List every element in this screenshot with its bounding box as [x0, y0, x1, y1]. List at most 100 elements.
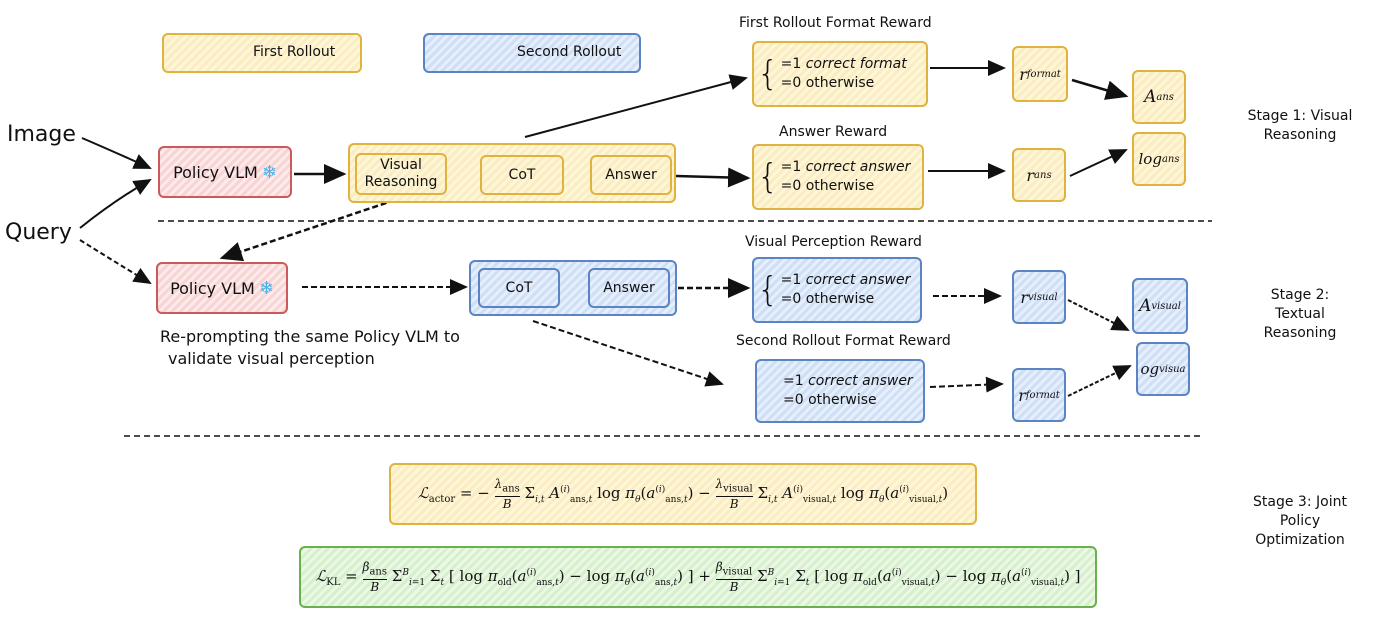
rformat-to-aans-arrow	[1071, 78, 1129, 100]
format-reward-2-line1-italic: correct answer	[808, 373, 913, 389]
format-reward-box-2: =1 correct answer =0 otherwise	[755, 359, 925, 423]
stage2-label: Stage 2: Textual Reasoning	[1250, 286, 1350, 343]
policy-vlm-label-2: Policy VLM	[170, 278, 255, 298]
reprompt-note: Re-prompting the same Policy VLM to vali…	[160, 326, 460, 370]
r-format-1-sub: format	[1026, 68, 1061, 80]
a-ans-base: A	[1144, 87, 1157, 107]
visual-reward-line2: =0 otherwise	[780, 291, 875, 307]
visual-reasoning-line2: Reasoning	[364, 174, 438, 190]
rollout1-to-format-reward-arrow	[524, 74, 748, 138]
format-reward-2-line2: =0 otherwise	[783, 392, 877, 408]
og-visua-base: og	[1140, 360, 1160, 378]
image-input-label: Image	[7, 122, 76, 147]
image-to-policy-arrow	[81, 137, 152, 169]
rollout1-to-answer-reward-arrow	[675, 167, 751, 188]
reprompt-note-line2: validate visual perception	[168, 349, 375, 368]
format-reward-box-1: { =1 correct format =0 otherwise	[752, 41, 928, 107]
answer-reward-line1-prefix: =1	[780, 159, 806, 175]
answer-label-1: Answer	[605, 167, 657, 183]
format-reward-title-1: First Rollout Format Reward	[739, 15, 932, 31]
legend-first-rollout	[162, 33, 362, 73]
cot-label-1: CoT	[508, 167, 536, 183]
query-to-policy-arrow	[79, 179, 152, 229]
query-input-label: Query	[5, 220, 72, 245]
stage3-label-line3: Optimization	[1255, 532, 1345, 548]
stage2-label-line2: Textual	[1275, 306, 1325, 322]
r-format-2-sub: format	[1025, 389, 1060, 401]
stage3-label-line1: Stage 3: Joint	[1253, 494, 1347, 510]
brace-icon: {	[757, 157, 779, 197]
answer-reward-box: { =1 correct answer =0 otherwise	[752, 144, 924, 210]
legend-second-rollout	[423, 33, 641, 73]
reprompt-note-line1: Re-prompting the same Policy VLM to	[160, 327, 460, 346]
log-ans-sub: ans	[1161, 153, 1180, 165]
r-format-1-base: r	[1019, 64, 1027, 84]
og-visua-sub: visua	[1159, 363, 1186, 375]
answer-box-1: Answer	[590, 155, 672, 195]
r-ans-sub: ans	[1034, 169, 1052, 181]
visual-reward-title: Visual Perception Reward	[745, 234, 922, 250]
brace-icon: {	[757, 54, 779, 94]
a-visual-sub: visual	[1151, 300, 1181, 312]
stage1-label-line2: Reasoning	[1263, 127, 1337, 143]
answer-reward-line1-italic: correct answer	[805, 159, 911, 175]
rollout2-to-format-reward-arrow	[532, 320, 724, 387]
visual-reasoning-box: Visual Reasoning	[355, 153, 447, 195]
brace-icon: {	[757, 270, 779, 310]
a-visual-base: A	[1139, 296, 1152, 316]
format-reward-1-line1-prefix: =1	[780, 56, 806, 72]
r-format-2-base: r	[1018, 385, 1026, 405]
format-reward-1-line2: =0 otherwise	[780, 75, 875, 91]
stage1-label-line1: Stage 1: Visual	[1247, 108, 1353, 124]
cot-box-2: CoT	[478, 268, 560, 308]
format-reward-2-line1-prefix: =1	[783, 373, 809, 389]
r-ans-base: r	[1026, 165, 1035, 185]
visual-reward-line1-prefix: =1	[780, 272, 806, 288]
visual-reward-line1-italic: correct answer	[805, 272, 911, 288]
stage2-label-line3: Reasoning	[1263, 325, 1337, 341]
rvisual-to-avisual-arrow	[1067, 299, 1130, 331]
visual-reasoning-line1: Visual	[380, 157, 422, 173]
stage3-label: Stage 3: Joint Policy Optimization	[1240, 493, 1360, 550]
answer-reward-line2: =0 otherwise	[780, 178, 875, 194]
legend-second-rollout-label: Second Rollout	[517, 44, 622, 60]
cot-label-2: CoT	[505, 280, 533, 296]
answer-reward-title: Answer Reward	[779, 124, 888, 140]
rformat2-to-ogvisua-arrow	[1067, 365, 1132, 397]
format-reward-title-2: Second Rollout Format Reward	[736, 333, 951, 349]
answer-box-2: Answer	[588, 268, 670, 308]
format2-reward-to-rformat2-arrow	[929, 376, 1004, 393]
stage1-label: Stage 1: Visual Reasoning	[1238, 107, 1362, 145]
policy-vlm-box: Policy VLM ❄	[158, 146, 292, 198]
visual-reward-box: { =1 correct answer =0 otherwise	[752, 257, 922, 323]
snowflake-icon: ❄	[258, 277, 274, 299]
snowflake-icon: ❄	[261, 161, 277, 183]
stage3-label-line2: Policy	[1279, 513, 1321, 529]
format-reward-1-line1-italic: correct format	[805, 56, 907, 72]
answer-label-2: Answer	[603, 280, 655, 296]
rans-to-logans-arrow	[1069, 149, 1128, 177]
legend-first-rollout-label: First Rollout	[253, 44, 336, 60]
log-ans-base: log	[1138, 150, 1162, 168]
cot-box-1: CoT	[480, 155, 564, 195]
policy-vlm-box-2: Policy VLM ❄	[156, 262, 288, 314]
policy-vlm-label: Policy VLM	[173, 162, 258, 182]
stage2-label-line1: Stage 2:	[1270, 287, 1330, 303]
query-to-policy2-arrow	[79, 239, 152, 285]
reprompt-arrow	[219, 198, 396, 262]
a-ans-sub: ans	[1156, 91, 1174, 103]
r-visual-base: r	[1020, 287, 1029, 307]
